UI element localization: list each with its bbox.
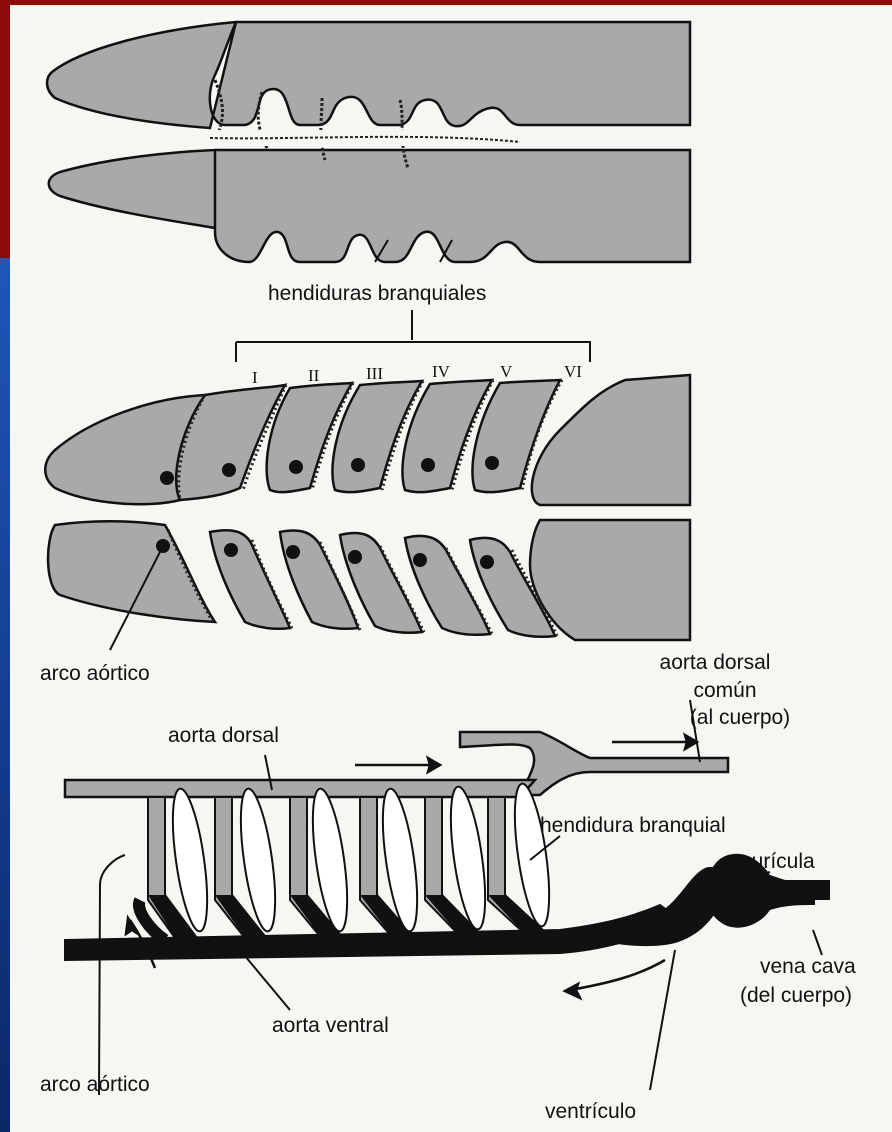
numeral-3: III <box>366 364 383 383</box>
panel-embryo-pharynx <box>47 22 690 262</box>
label-ventricle: ventrículo <box>545 1100 636 1123</box>
lower-body-block <box>530 520 690 640</box>
label-gill-slits: hendiduras branquiales <box>268 282 486 305</box>
gill-arch-lower-1 <box>210 530 290 629</box>
label-aortic-arch-bottom: arco aórtico <box>40 1073 150 1096</box>
label-dorsal-aorta: aorta dorsal <box>168 724 279 747</box>
label-gill-slit: hendidura branquial <box>540 814 726 837</box>
label-common-dorsal-aorta-3: (al cuerpo) <box>690 706 790 729</box>
label-vena-cava-1: vena cava <box>760 955 856 978</box>
panel-circulation <box>65 700 830 1095</box>
numeral-1: I <box>252 368 258 387</box>
label-ventral-aorta: aorta ventral <box>272 1014 389 1037</box>
pharynx-lower-half <box>49 150 690 262</box>
numeral-4: IV <box>432 362 451 381</box>
label-vena-cava-2: (del cuerpo) <box>740 984 852 1007</box>
label-aortic-arch-mid: arco aórtico <box>40 662 150 685</box>
pharynx-upper-half <box>47 22 690 128</box>
label-atrium: aurícula <box>740 850 815 873</box>
label-common-dorsal-aorta-1: aorta dorsal <box>660 651 771 674</box>
numeral-2: II <box>308 366 320 385</box>
gill-slits-bracket <box>236 310 590 362</box>
vena-cava <box>770 880 830 900</box>
heart-ventricle <box>578 867 725 946</box>
label-common-dorsal-aorta-2: común <box>693 679 756 702</box>
panel-gill-arches <box>45 375 690 650</box>
numeral-6: VI <box>564 362 582 381</box>
numeral-5: V <box>500 362 513 381</box>
